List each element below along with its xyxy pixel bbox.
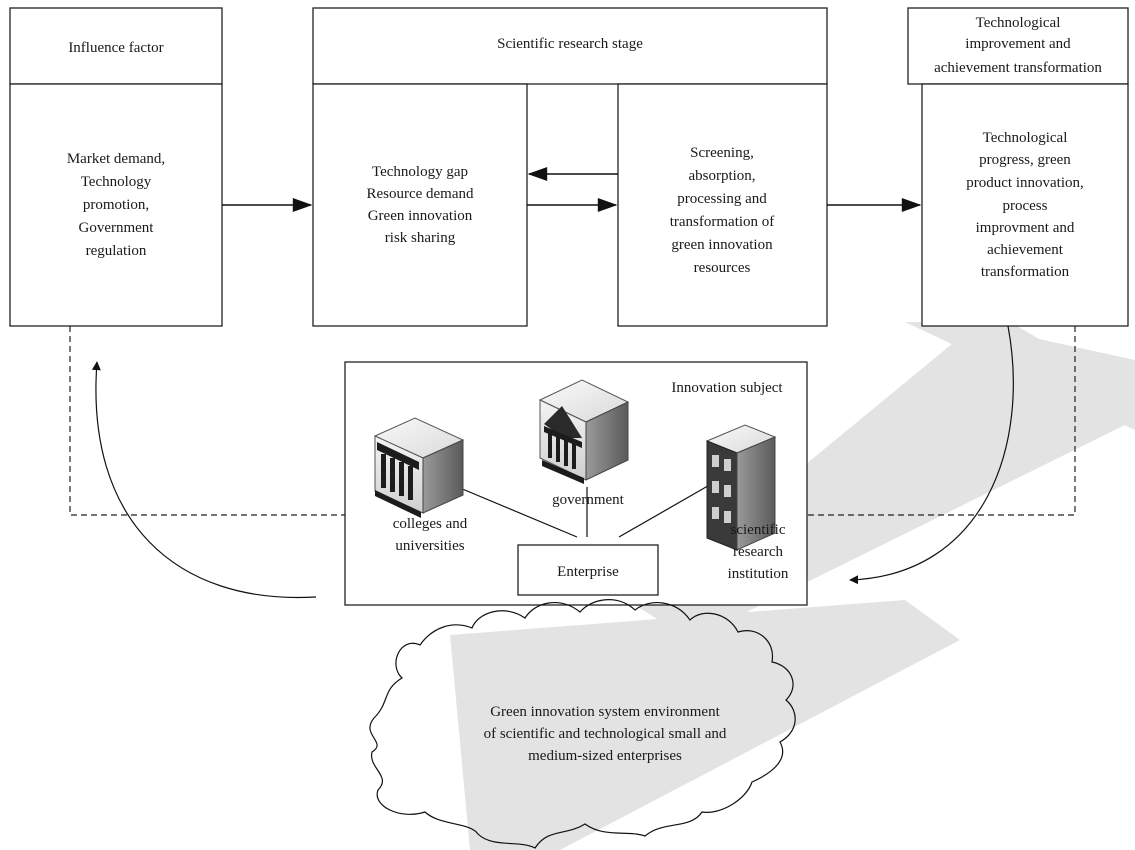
header-tech-line1: Technological: [976, 15, 1061, 31]
link-institution-enterprise: [618, 482, 714, 538]
label-institution-line-3: institution: [728, 566, 789, 582]
screening-line-1: Screening,: [690, 145, 754, 161]
progress-line-1: Technological: [983, 130, 1068, 146]
innovation-subject-title: Innovation subject: [671, 380, 783, 396]
influence-line-4: Government: [79, 220, 155, 236]
header-tech-improvement: Technological improvement and achievemen…: [907, 7, 1129, 85]
gap-line-2: Resource demand: [366, 186, 474, 202]
label-government: government: [552, 492, 624, 508]
screening-line-6: resources: [694, 260, 751, 276]
university-building-icon: [373, 417, 465, 518]
influence-factor-box: Market demand, Technology promotion, Gov…: [9, 83, 223, 327]
progress-line-7: transformation: [981, 264, 1070, 280]
gap-line-1: Technology gap: [372, 164, 468, 180]
environment-cloud: Green innovation system environment of s…: [369, 599, 796, 849]
link-colleges-enterprise: [459, 487, 578, 538]
header-influence-text: Influence factor: [68, 40, 163, 56]
influence-line-5: regulation: [86, 243, 147, 259]
screening-line-3: processing and: [677, 191, 767, 207]
enterprise-box: Enterprise: [517, 544, 659, 596]
header-research-text: Scientific research stage: [497, 36, 643, 52]
gap-line-3: Green innovation: [368, 208, 473, 224]
header-influence-factor: Influence factor: [9, 7, 223, 85]
progress-line-3: product innovation,: [966, 175, 1083, 191]
progress-box: Technological progress, green product in…: [921, 83, 1129, 327]
header-tech-line2: improvement and: [965, 36, 1071, 52]
enterprise-label: Enterprise: [557, 564, 619, 580]
screening-line-5: green innovation: [671, 237, 773, 253]
environment-line-3: medium-sized enterprises: [528, 748, 682, 764]
influence-line-3: promotion,: [83, 197, 149, 213]
screening-box: Screening, absorption, processing and tr…: [617, 83, 828, 327]
government-building-icon: [538, 379, 630, 484]
progress-line-6: achievement: [987, 242, 1064, 258]
header-tech-line3: achievement transformation: [934, 60, 1102, 76]
screening-line-2: absorption,: [688, 168, 755, 184]
label-colleges-line-2: universities: [395, 538, 464, 554]
dashed-line-right: [807, 326, 1076, 516]
progress-line-5: improvment and: [976, 220, 1075, 236]
curved-arrow-right: [849, 325, 1014, 585]
progress-line-4: process: [1003, 198, 1048, 214]
dashed-line-left: [69, 326, 345, 516]
screening-line-4: transformation of: [670, 214, 775, 230]
label-colleges-line-1: colleges and: [393, 516, 468, 532]
influence-line-1: Market demand,: [67, 151, 165, 167]
gap-line-4: risk sharing: [385, 230, 456, 246]
research-institute-building-icon: [705, 424, 777, 551]
environment-line-2: of scientific and technological small an…: [484, 726, 727, 742]
progress-line-2: progress, green: [979, 152, 1071, 168]
header-research-stage: Scientific research stage: [312, 7, 828, 85]
influence-line-2: Technology: [81, 174, 152, 190]
curved-arrow-left: [91, 361, 317, 599]
environment-line-1: Green innovation system environment: [490, 704, 720, 720]
label-institution-line-1: scientific: [731, 522, 786, 538]
technology-gap-box: Technology gap Resource demand Green inn…: [312, 83, 528, 327]
label-institution-line-2: research: [733, 544, 783, 560]
